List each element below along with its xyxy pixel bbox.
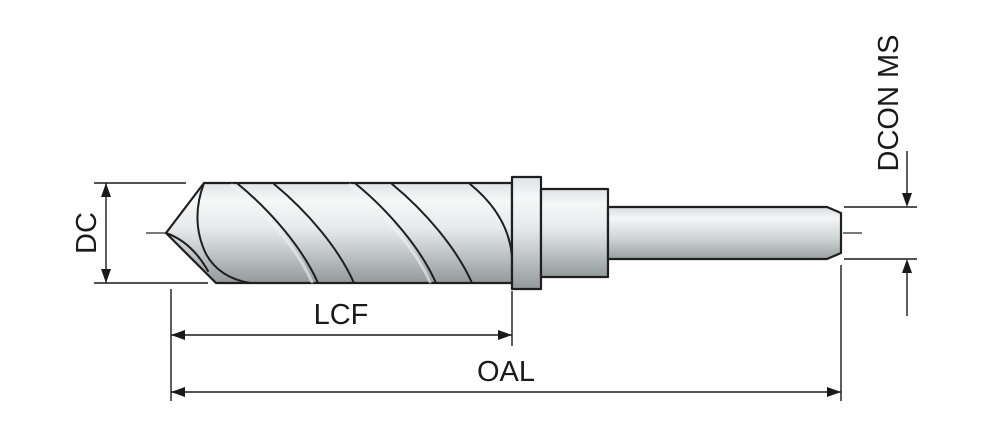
drill-shank [606,205,843,261]
drill-chisel-edge [165,232,209,272]
flute-highlight [348,183,432,284]
flute-spiral [237,183,319,284]
dc-dimension: DC [71,182,208,284]
flute-spiral [469,183,513,258]
dcon-label: DCON MS [873,35,905,172]
dc-arrow-down-icon [101,269,111,283]
lcf-arrow-left-icon [171,330,185,340]
lcf-dimension: LCF [170,289,513,401]
oal-dimension: OAL [171,265,842,401]
lcf-arrow-right-icon [498,330,512,340]
oal-arrow-right-icon [827,387,841,397]
drill-lip-curve [196,182,251,284]
dcon-dimension: DCON MS [844,35,917,316]
drill-collar [510,175,543,291]
dc-label: DC [71,212,103,254]
oal-label: OAL [477,356,535,388]
drill-transition [539,187,610,279]
dcon-arrow-up-icon [902,259,912,273]
flute-highlight [230,183,314,284]
lcf-label: LCF [314,299,369,331]
flute-spiral [355,183,437,284]
drill-bit [164,175,843,291]
oal-arrow-left-icon [171,387,185,397]
flute-spiral [391,183,473,284]
dcon-arrow-down-icon [902,193,912,207]
dc-arrow-up-icon [101,183,111,197]
flute-spiral [273,183,355,284]
